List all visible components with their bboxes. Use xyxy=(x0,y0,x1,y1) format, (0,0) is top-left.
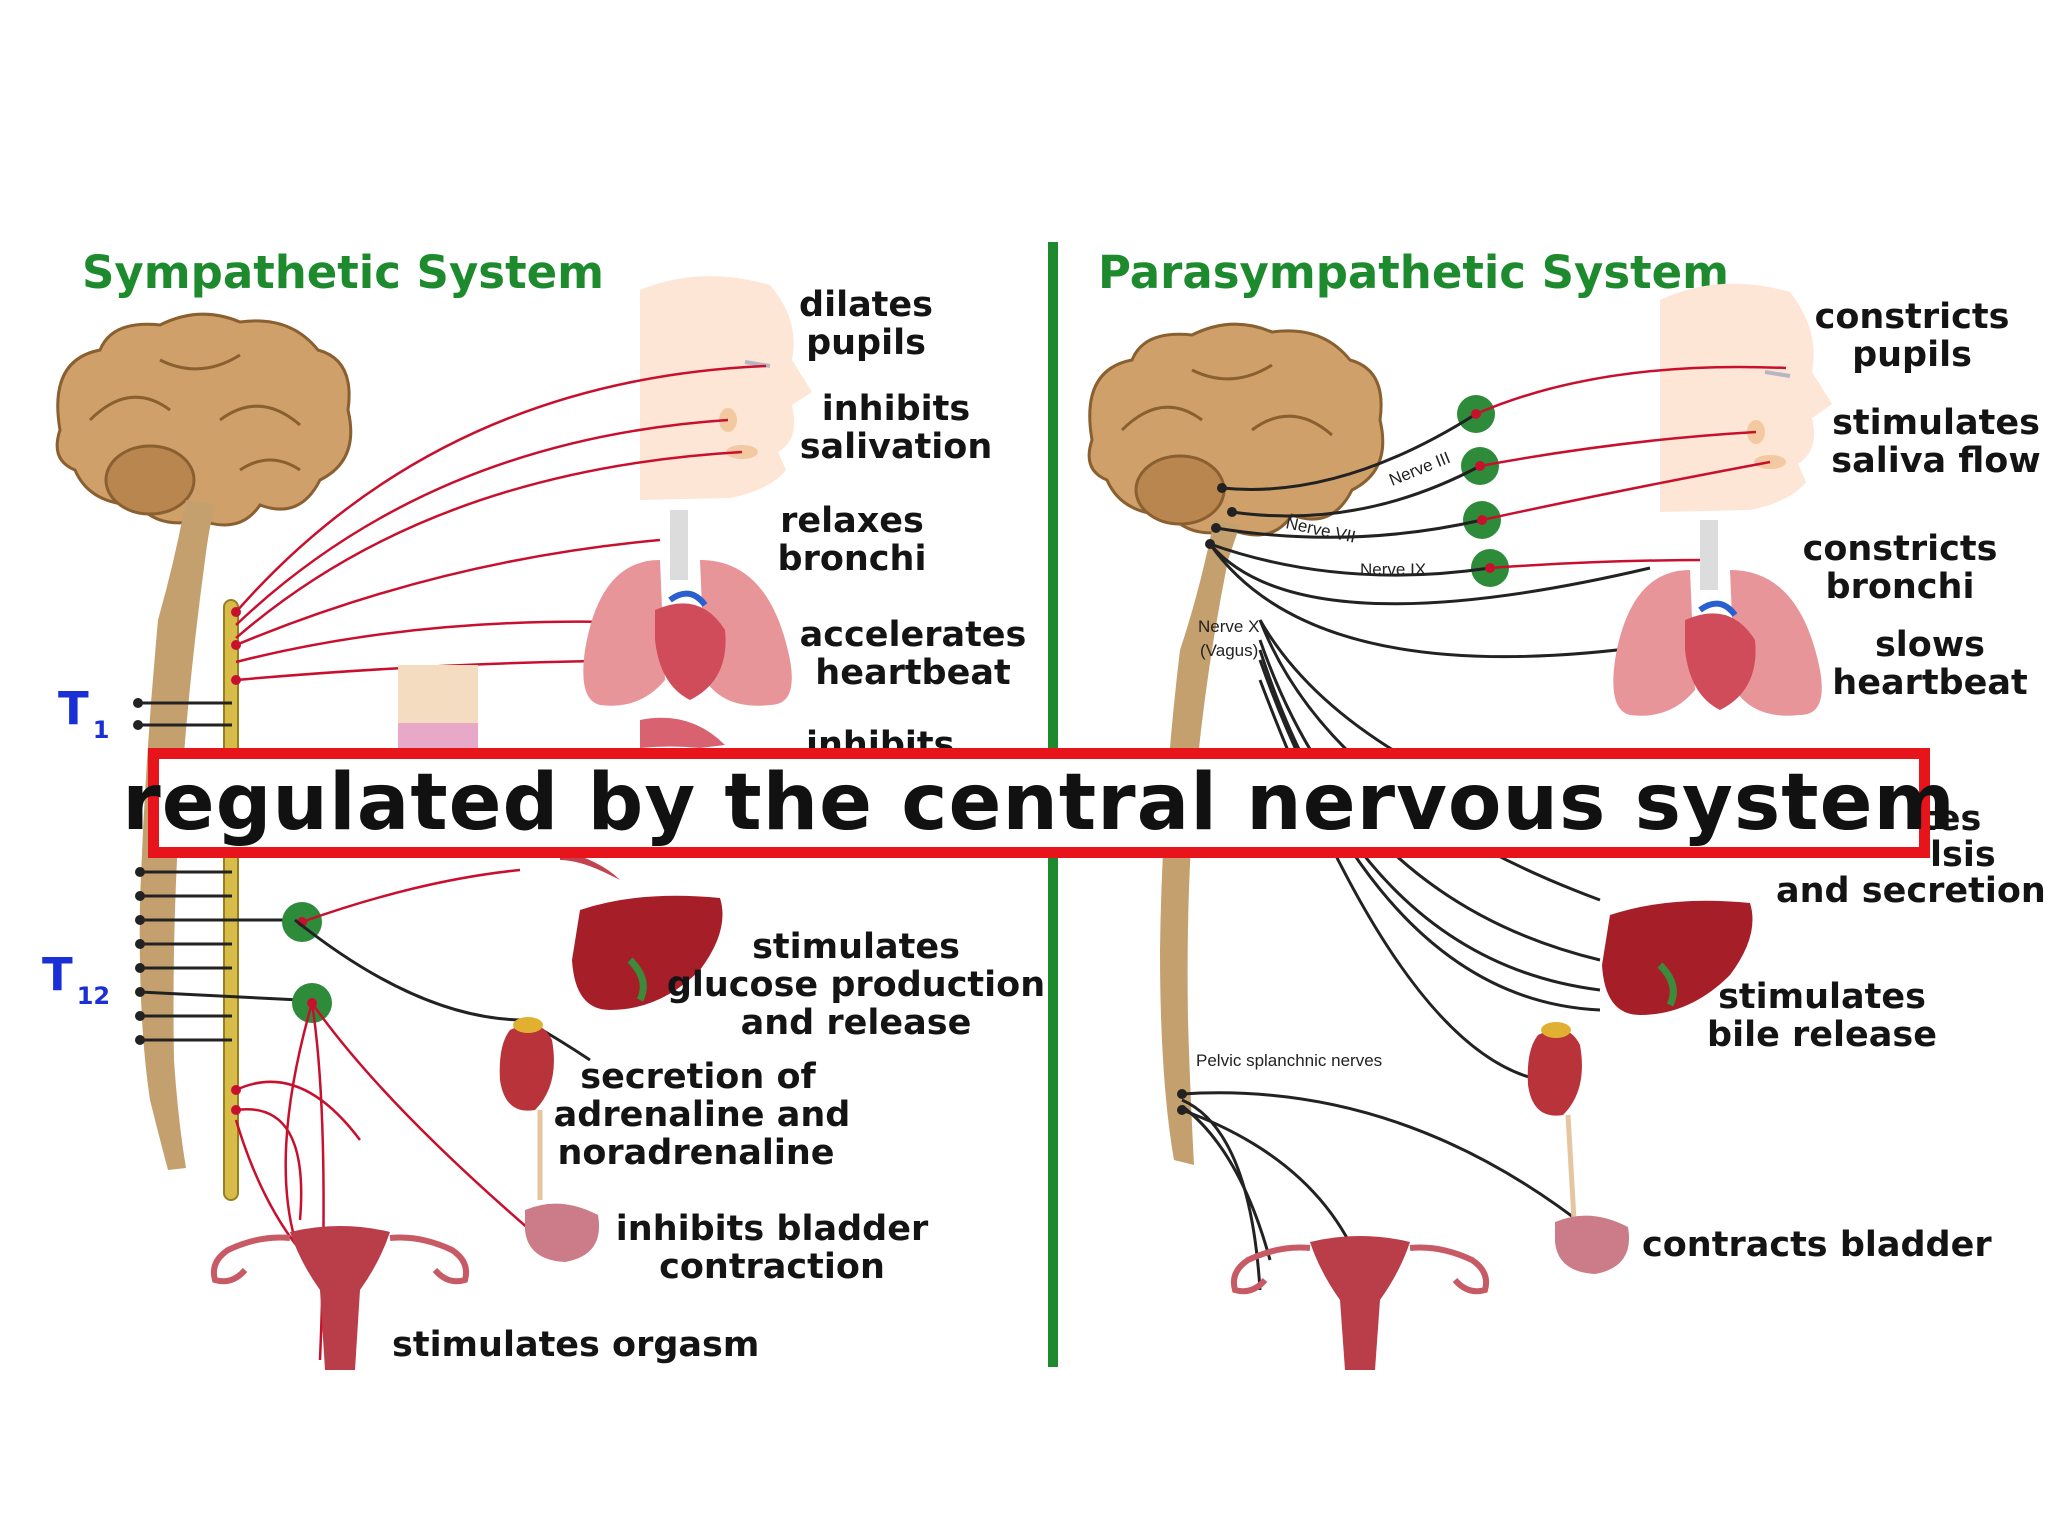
caption-text: regulated by the central nervous system xyxy=(122,758,1956,848)
label-stimulates-orgasm: stimulates orgasm xyxy=(392,1325,759,1365)
brain-right xyxy=(1087,322,1385,537)
label-nerve-x: Nerve X(Vagus) xyxy=(1198,617,1259,660)
liver-left xyxy=(572,895,723,1010)
lungs-heart-left xyxy=(583,510,792,706)
kidney-right xyxy=(1527,1022,1582,1221)
bladder-left xyxy=(525,1203,600,1262)
spinal-connectors xyxy=(138,701,301,1042)
lungs-heart-right xyxy=(1613,520,1822,716)
parasympathetic-title: Parasympathetic System xyxy=(1098,246,1729,299)
label-nerve-ix: Nerve IX xyxy=(1360,560,1426,579)
uterus-right xyxy=(1230,1236,1490,1370)
spinal-cord-right xyxy=(1160,520,1240,1165)
face-illustration-left xyxy=(640,276,812,500)
stomach-left xyxy=(640,717,725,748)
adrenal-fiber xyxy=(294,918,591,1062)
skin-patch-illustration xyxy=(398,665,478,750)
face-illustration-right xyxy=(1660,283,1832,512)
liver-right xyxy=(1602,900,1753,1015)
kidney-left xyxy=(499,1017,554,1200)
label-pelvic-splanchnic: Pelvic splanchnic nerves xyxy=(1196,1051,1382,1070)
brain-left xyxy=(55,312,353,527)
label-contracts-bladder: contracts bladder xyxy=(1642,1225,1992,1265)
bladder-right xyxy=(1555,1215,1630,1274)
caption-banner: regulated by the central nervous system xyxy=(122,748,1955,858)
sympathetic-title: Sympathetic System xyxy=(82,246,604,299)
parasympathetic-postganglionic-fibers xyxy=(1475,365,1787,570)
uterus-left xyxy=(210,1226,470,1370)
